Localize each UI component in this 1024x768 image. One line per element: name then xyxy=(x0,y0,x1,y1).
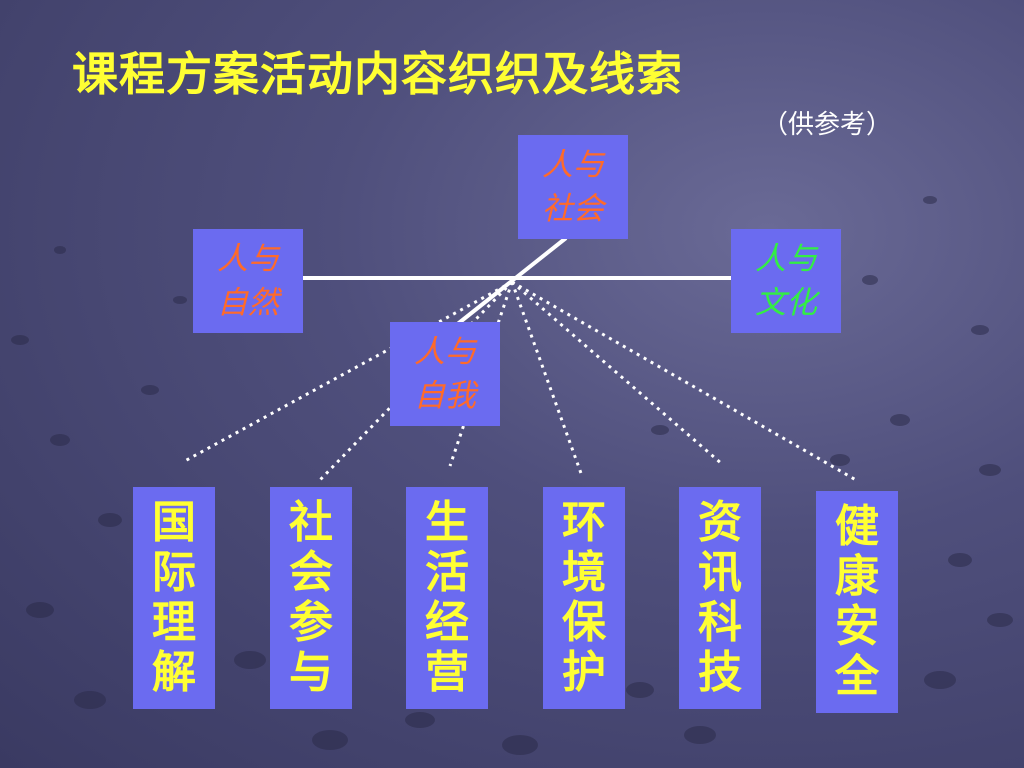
topic-box-2: 社会参与 xyxy=(270,487,352,709)
link-topic-4 xyxy=(510,281,584,477)
topic-box-3: 生活经营 xyxy=(406,487,488,709)
dimension-society-label: 人与社会 xyxy=(542,147,604,227)
page-title: 课程方案活动内容织织及线索 xyxy=(72,47,683,101)
topic-label-4: 环境保护 xyxy=(561,497,606,698)
dimension-self: 人与自我 xyxy=(390,322,500,426)
topic-box-1: 国际理解 xyxy=(133,487,215,709)
topic-label-1: 国际理解 xyxy=(151,497,196,698)
topic-label-5: 资讯科技 xyxy=(697,497,742,698)
dimension-society: 人与社会 xyxy=(518,135,628,239)
topic-box-6: 健康安全 xyxy=(816,491,898,713)
dimension-self-label: 人与自我 xyxy=(414,334,476,414)
dimension-nature: 人与自然 xyxy=(193,229,303,333)
dimension-culture: 人与文化 xyxy=(731,229,841,333)
topic-label-2: 社会参与 xyxy=(288,497,333,698)
dimension-nature-label: 人与自然 xyxy=(217,241,279,321)
topic-label-6: 健康安全 xyxy=(834,501,879,702)
link-topic-6 xyxy=(511,280,857,482)
link-topic-5 xyxy=(511,280,723,466)
link-topic-1 xyxy=(182,280,513,464)
dimension-culture-label: 人与文化 xyxy=(755,241,817,321)
topic-box-5: 资讯科技 xyxy=(679,487,761,709)
topic-label-3: 生活经营 xyxy=(424,497,469,698)
axis-society-self xyxy=(448,236,568,332)
subtitle: （供参考） xyxy=(762,110,893,140)
link-topic-2 xyxy=(316,280,514,484)
topic-box-4: 环境保护 xyxy=(543,487,625,709)
